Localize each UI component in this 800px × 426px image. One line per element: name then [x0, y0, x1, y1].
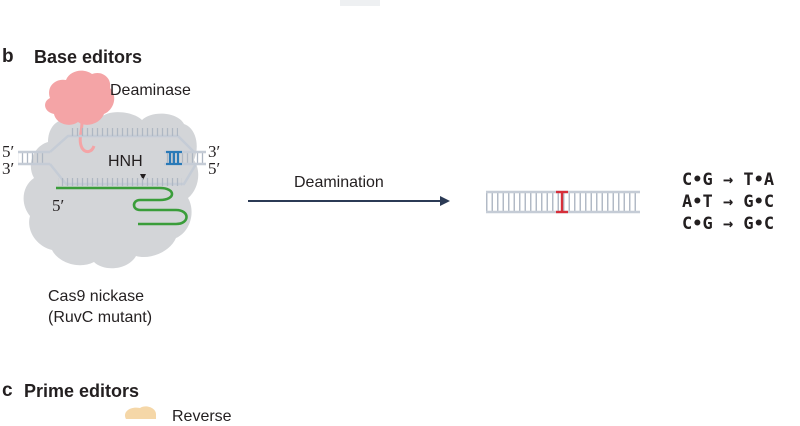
conversion-3: C•G → G•C — [682, 214, 775, 234]
displaced-strand-rungs — [70, 128, 178, 136]
dna-end-bottom-right: 5′ — [208, 159, 221, 178]
conversion-1: C•G → T•A — [682, 170, 775, 190]
dna-end-bottom-left: 3′ — [2, 159, 15, 178]
guide-rna-5prime-label: 5′ — [52, 196, 65, 215]
panel-b-letter: b — [2, 46, 14, 67]
panel-b-title: Base editors — [34, 47, 143, 67]
hnh-nick-marker — [166, 150, 182, 166]
deamination-label: Deamination — [294, 174, 384, 191]
hnh-pointer — [140, 174, 146, 180]
hnh-label: HNH — [108, 153, 143, 170]
cas9-label-line2: (RuvC mutant) — [48, 309, 153, 326]
guide-rna-rungs — [58, 178, 182, 186]
dna-end-top-left: 5′ — [2, 142, 15, 161]
guide-rna-strand — [56, 186, 188, 226]
panel-c-letter: c — [2, 380, 13, 401]
panel-c-title: Prime editors — [24, 381, 140, 401]
deaminase-shape — [45, 70, 115, 125]
dna-end-top-right: 3′ — [208, 142, 221, 161]
deaminase-label: Deaminase — [110, 82, 191, 99]
cas9-nickase-shape — [23, 112, 199, 269]
previous-panel-edge — [340, 0, 380, 6]
reverse-transcriptase-shape — [124, 406, 156, 419]
dna-left-rungs — [18, 152, 44, 164]
deamination-arrowhead — [440, 196, 450, 206]
reverse-transcriptase-label: Reverse — [172, 408, 232, 425]
conversion-2: A•T → G•C — [682, 192, 775, 212]
cas9-label-line1: Cas9 nickase — [48, 288, 145, 305]
edited-base-pair-mark — [556, 190, 568, 214]
